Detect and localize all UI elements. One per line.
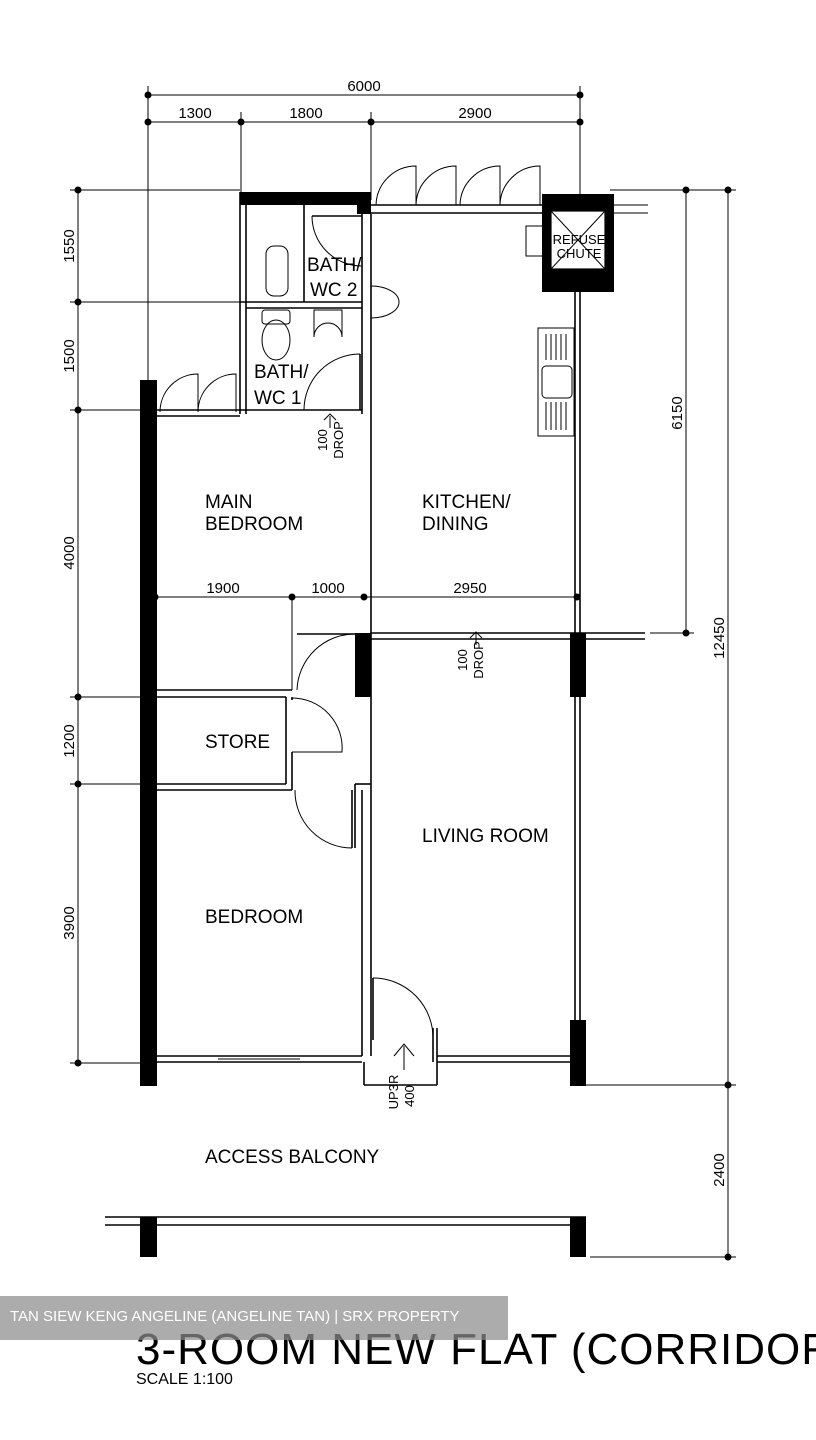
notes: 100 DROP 100 DROP UP3R 400 xyxy=(315,421,486,1109)
note-drop2-2: DROP xyxy=(471,641,486,679)
dim-left-2: 1500 xyxy=(61,339,78,372)
plan-scale: SCALE 1:100 xyxy=(136,1371,233,1388)
fixtures xyxy=(261,225,575,1070)
dim-mid-a: 1900 xyxy=(206,580,239,597)
dim-mid-b: 1000 xyxy=(311,580,344,597)
watermark-text: TAN SIEW KENG ANGELINE (ANGELINE TAN) | … xyxy=(10,1308,460,1325)
dim-left-1: 1550 xyxy=(61,229,78,262)
note-drop1-1: 100 xyxy=(315,429,330,451)
dim-right-lower: 2400 xyxy=(711,1153,728,1186)
dim-right-total: 12450 xyxy=(711,617,728,659)
label-bath-wc2-1: BATH/ xyxy=(307,255,362,276)
watermark-banner xyxy=(0,1296,508,1340)
toilet-2-icon xyxy=(313,309,343,338)
dim-right-upper: 6150 xyxy=(669,396,686,429)
wall-box-icon xyxy=(525,225,547,257)
label-refuse-2: CHUTE xyxy=(557,246,602,261)
label-bath-wc1-2: WC 1 xyxy=(254,388,302,409)
drop-arrow-icon xyxy=(469,631,483,645)
note-up-1: UP3R xyxy=(386,1075,401,1110)
stair-arrow-icon xyxy=(393,1043,415,1070)
toilet-bowl-icon xyxy=(261,319,291,361)
dim-top-total: 6000 xyxy=(347,78,380,95)
toilet-tank-icon xyxy=(261,309,291,325)
room-labels: BATH/ WC 2 BATH/ WC 1 REFUSE CHUTE MAIN … xyxy=(205,232,606,1168)
label-bath-wc2-2: WC 2 xyxy=(310,280,358,301)
drop-arrow-icon xyxy=(323,413,337,428)
label-refuse-1: REFUSE xyxy=(553,232,606,247)
note-drop1-2: DROP xyxy=(331,421,346,459)
dim-left-4: 1200 xyxy=(61,724,78,757)
note-up-2: 400 xyxy=(402,1085,417,1107)
partitions xyxy=(105,192,648,1226)
label-main-bedroom-2: BEDROOM xyxy=(205,514,303,535)
left-dimensions: 1550 1500 4000 1200 3900 xyxy=(61,186,240,1067)
label-living-room: LIVING ROOM xyxy=(422,826,549,847)
dim-top-b: 1800 xyxy=(289,105,322,122)
label-store: STORE xyxy=(205,732,270,753)
dim-top-a: 1300 xyxy=(178,105,211,122)
basin-icon xyxy=(370,285,400,319)
drainboard-icon xyxy=(545,334,567,430)
label-bath-wc1-1: BATH/ xyxy=(254,362,309,383)
walls xyxy=(140,192,614,1257)
doors xyxy=(159,165,541,1062)
sink-counter-icon xyxy=(537,327,575,437)
dim-top-c: 2900 xyxy=(458,105,491,122)
label-kitchen-1: KITCHEN/ xyxy=(422,492,511,513)
bathtub-icon xyxy=(265,245,289,297)
dim-left-5: 3900 xyxy=(61,906,78,939)
dim-left-3: 4000 xyxy=(61,536,78,569)
label-access-balcony: ACCESS BALCONY xyxy=(205,1147,380,1168)
note-drop2-1: 100 xyxy=(455,649,470,671)
label-bedroom: BEDROOM xyxy=(205,907,303,928)
label-main-bedroom-1: MAIN xyxy=(205,492,253,513)
right-dimensions: 6150 12450 2400 xyxy=(586,186,736,1261)
label-kitchen-2: DINING xyxy=(422,514,489,535)
sink-icon xyxy=(541,365,573,399)
top-dimensions: 6000 1300 1800 2900 xyxy=(144,78,584,380)
dim-mid-c: 2950 xyxy=(453,580,486,597)
